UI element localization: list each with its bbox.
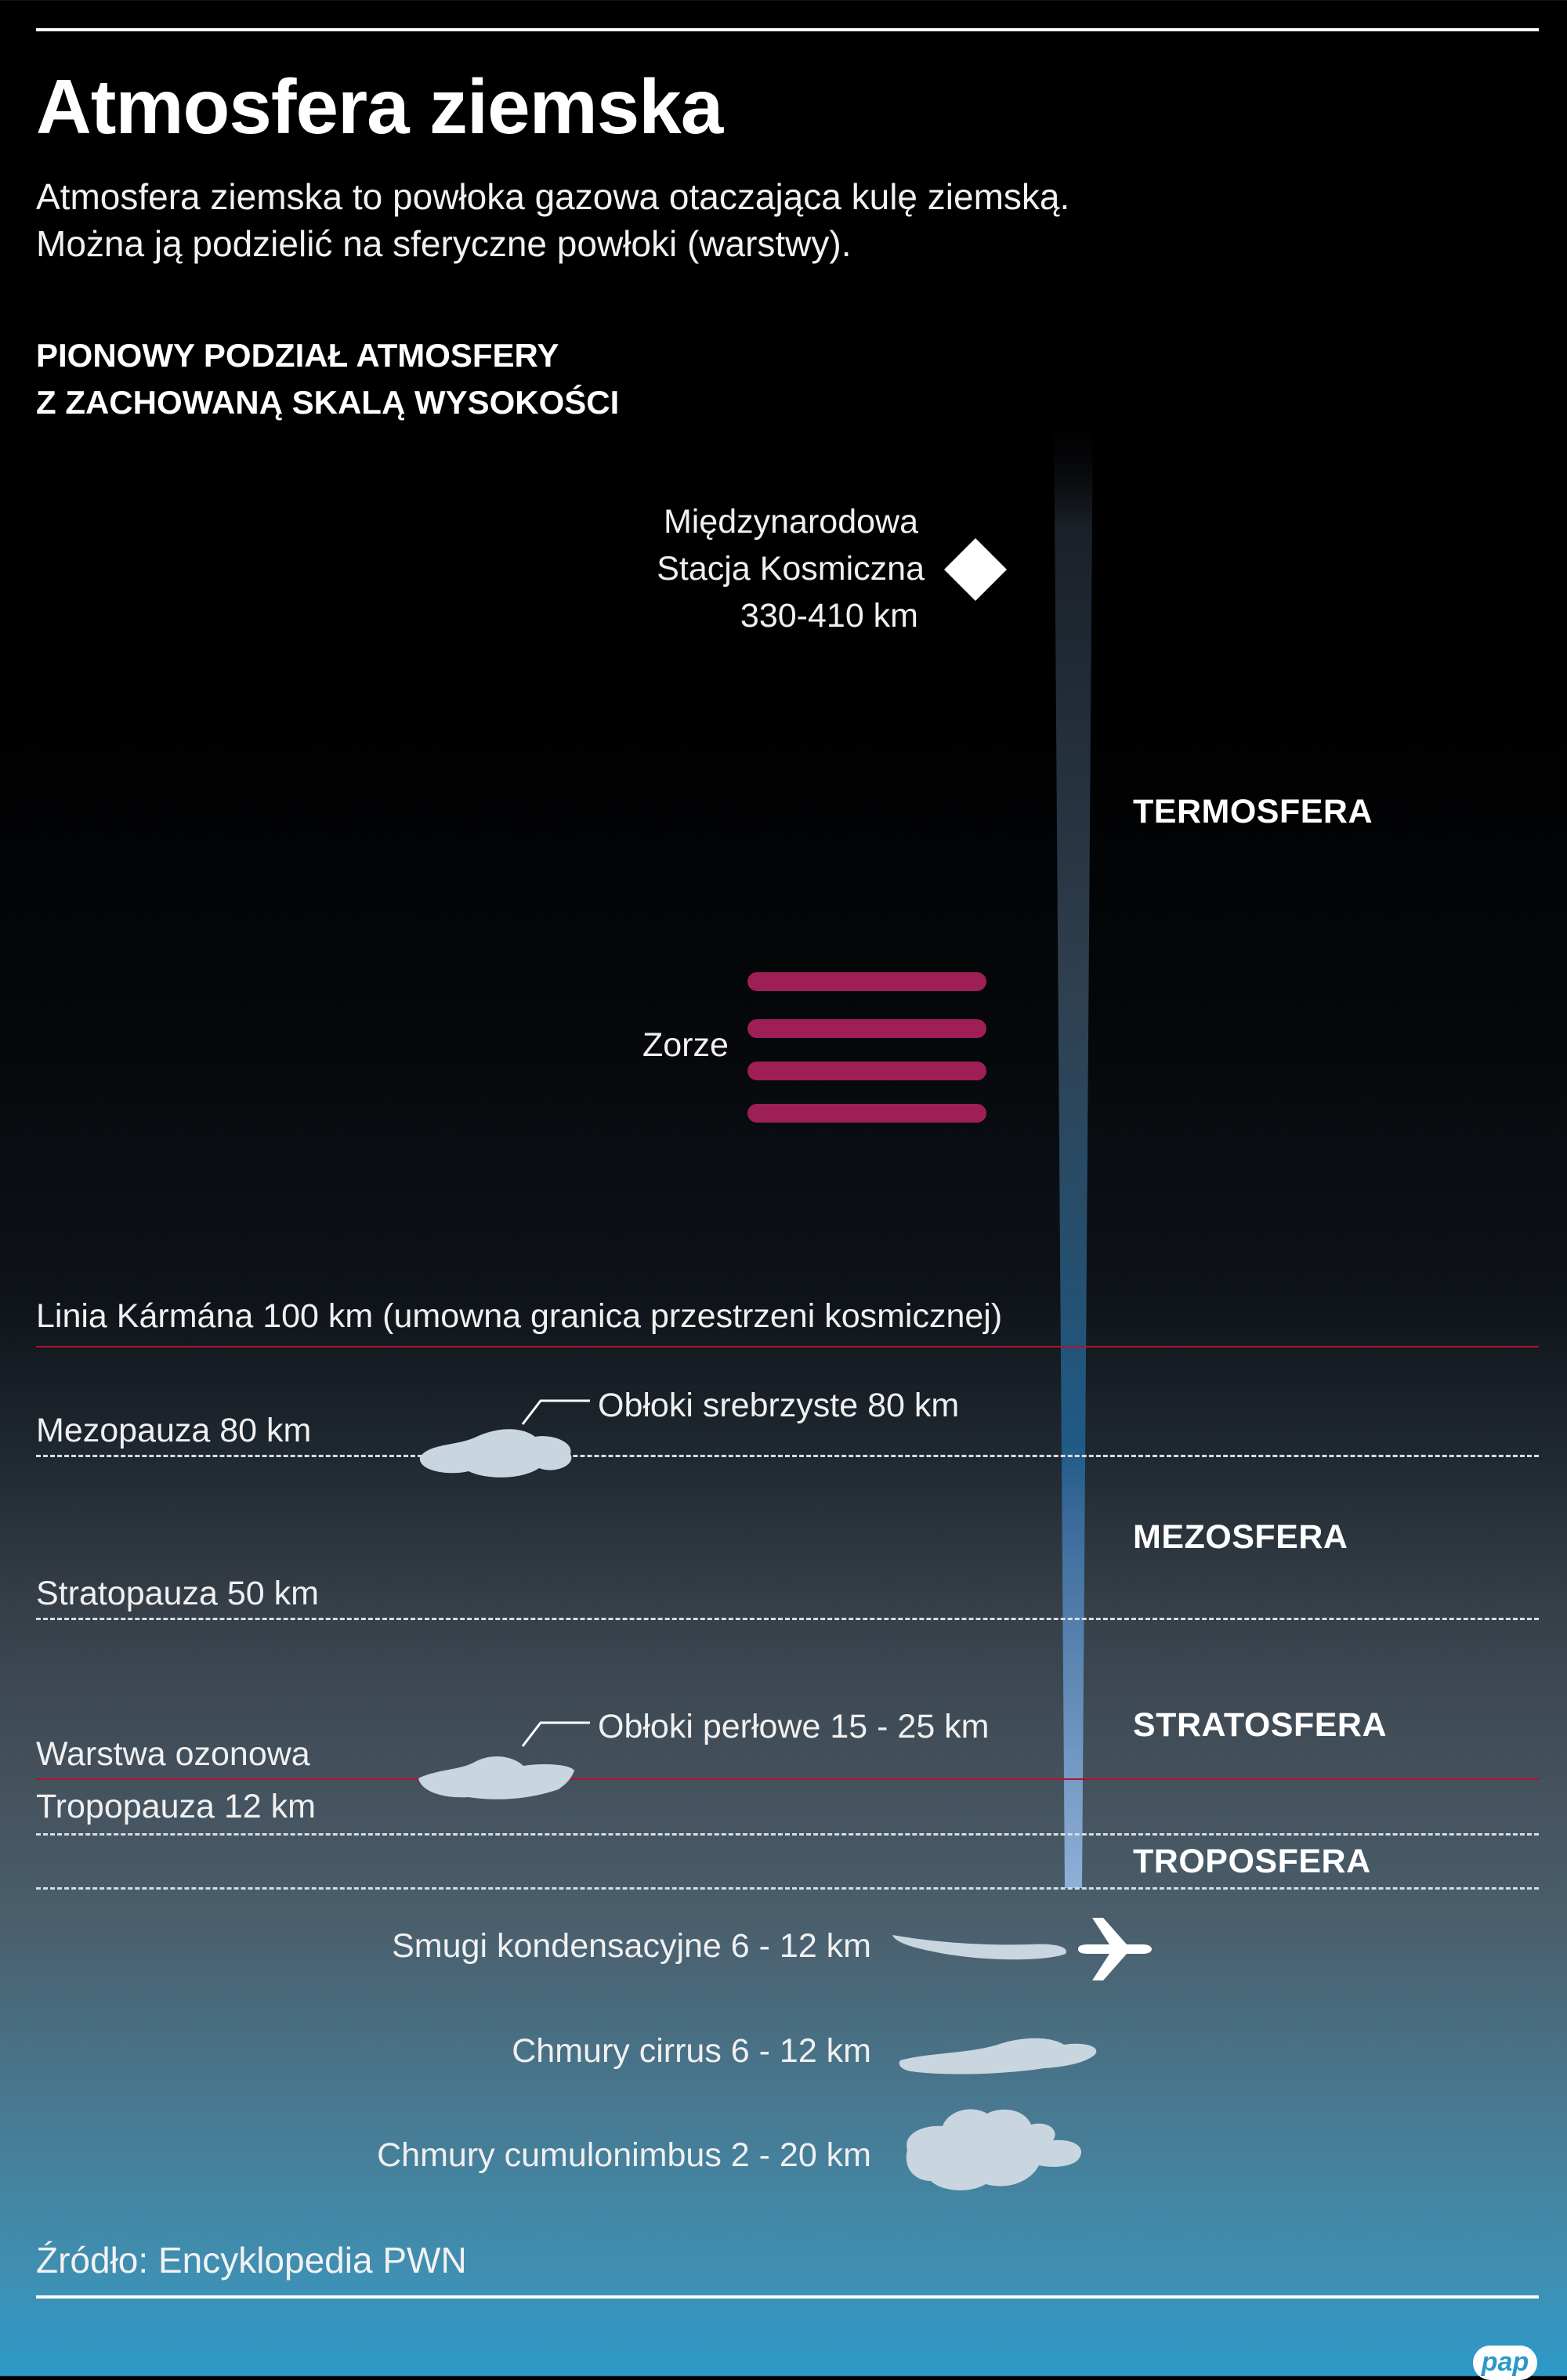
cumulonimbus-label: Chmury cumulonimbus 2 - 20 km: [377, 2136, 871, 2174]
aurora-band-1: [747, 972, 986, 991]
ozone-layer-line: [36, 1778, 1539, 1780]
tropopause-label: Tropopauza 12 km: [36, 1788, 316, 1825]
layer-thermosphere: TERMOSFERA: [1133, 793, 1373, 830]
noctilucent-clouds-label: Obłoki srebrzyste 80 km: [598, 1387, 960, 1424]
layer-mesosphere: MEZOSFERA: [1133, 1518, 1348, 1556]
cirrus-label: Chmury cirrus 6 - 12 km: [512, 2032, 871, 2070]
pap-logo: pap: [1473, 2346, 1537, 2380]
subtitle-line-1: Atmosfera ziemska to powłoka gazowa otac…: [36, 176, 1070, 217]
aurora-label: Zorze: [642, 1026, 729, 1064]
contrails-label: Smugi kondensacyjne 6 - 12 km: [392, 1927, 871, 1965]
bottom-rule: [36, 2295, 1539, 2299]
karman-line-label: Linia Kármána 100 km (umowna granica prz…: [36, 1297, 1003, 1335]
mesopause-label: Mezopauza 80 km: [36, 1412, 312, 1449]
cloud-icon: [418, 1756, 574, 1799]
noctilucent-leader-line: [521, 1399, 590, 1425]
iss-label-line-1: Międzynarodowa: [663, 503, 918, 541]
ground-line: [36, 1887, 1539, 1890]
stratopause-line: [36, 1618, 1539, 1620]
nacreous-clouds-label: Obłoki perłowe 15 - 25 km: [598, 1708, 990, 1745]
cloud-icon: [899, 2038, 1097, 2074]
airplane-icon: [1078, 1918, 1152, 1980]
section-heading-line-2: Z ZACHOWANĄ SKALĄ WYSOKOŚCI: [36, 384, 620, 421]
aurora-band-2: [747, 1019, 986, 1038]
stratopause-label: Stratopauza 50 km: [36, 1575, 319, 1612]
source-note: Źródło: Encyklopedia PWN: [36, 2240, 467, 2281]
contrail-shape: [892, 1935, 1066, 1960]
aurora-band-4: [747, 1104, 986, 1123]
iss-label-line-2: Stacja Kosmiczna: [657, 550, 925, 588]
section-heading-line-1: PIONOWY PODZIAŁ ATMOSFERY: [36, 337, 559, 374]
iss-label-line-3: 330-410 km: [740, 597, 918, 635]
top-rule: [36, 28, 1539, 31]
layer-troposphere: TROPOSFERA: [1133, 1843, 1371, 1880]
nacreous-leader-line: [521, 1721, 590, 1747]
pap-logo-text: pap: [1481, 2347, 1529, 2377]
mesopause-line: [36, 1455, 1539, 1457]
aurora-band-3: [747, 1062, 986, 1080]
ozone-layer-label: Warstwa ozonowa: [36, 1735, 310, 1773]
layer-stratosphere: STRATOSFERA: [1133, 1706, 1388, 1744]
page-title: Atmosfera ziemska: [36, 63, 723, 150]
cloud-icon: [419, 1429, 572, 1478]
cloud-icon: [906, 2109, 1082, 2190]
tropopause-line: [36, 1833, 1539, 1836]
karman-line: [36, 1346, 1539, 1347]
altitude-scale-bar: [1054, 407, 1093, 1888]
diamond-icon: [944, 538, 1007, 601]
subtitle-line-2: Można ją podzielić na sferyczne powłoki …: [36, 223, 852, 264]
